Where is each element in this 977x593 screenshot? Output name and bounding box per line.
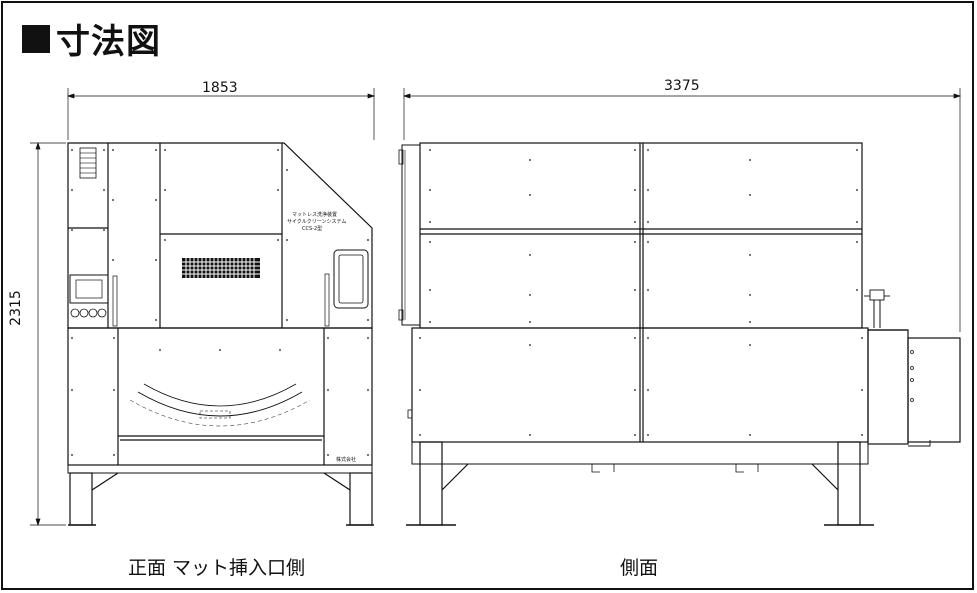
panel-label-line1: マットレス洗浄装置 (292, 212, 338, 218)
maker-label: 株式会社 (336, 457, 357, 463)
front-rivets (71, 149, 369, 456)
side-view (398, 142, 961, 526)
panel-label-line3: CCS-2型 (302, 226, 323, 232)
front-view (67, 142, 374, 526)
side-view-caption: 側面 (620, 557, 659, 579)
height-dimension (30, 141, 66, 527)
front-width-value: 1853 (202, 80, 238, 96)
front-width-dimension (66, 88, 376, 140)
side-rivets (419, 149, 863, 436)
panel-label-line2: サイクルクリーンシステム (287, 219, 347, 225)
title-square-icon (22, 24, 50, 53)
page-title: 寸法図 (22, 14, 161, 63)
front-view-caption: 正面 マット挿入口側 (128, 557, 306, 579)
height-value: 2315 (7, 290, 24, 326)
side-width-dimension (402, 88, 962, 332)
side-width-value: 3375 (664, 78, 700, 94)
title-text: 寸法図 (56, 22, 161, 62)
